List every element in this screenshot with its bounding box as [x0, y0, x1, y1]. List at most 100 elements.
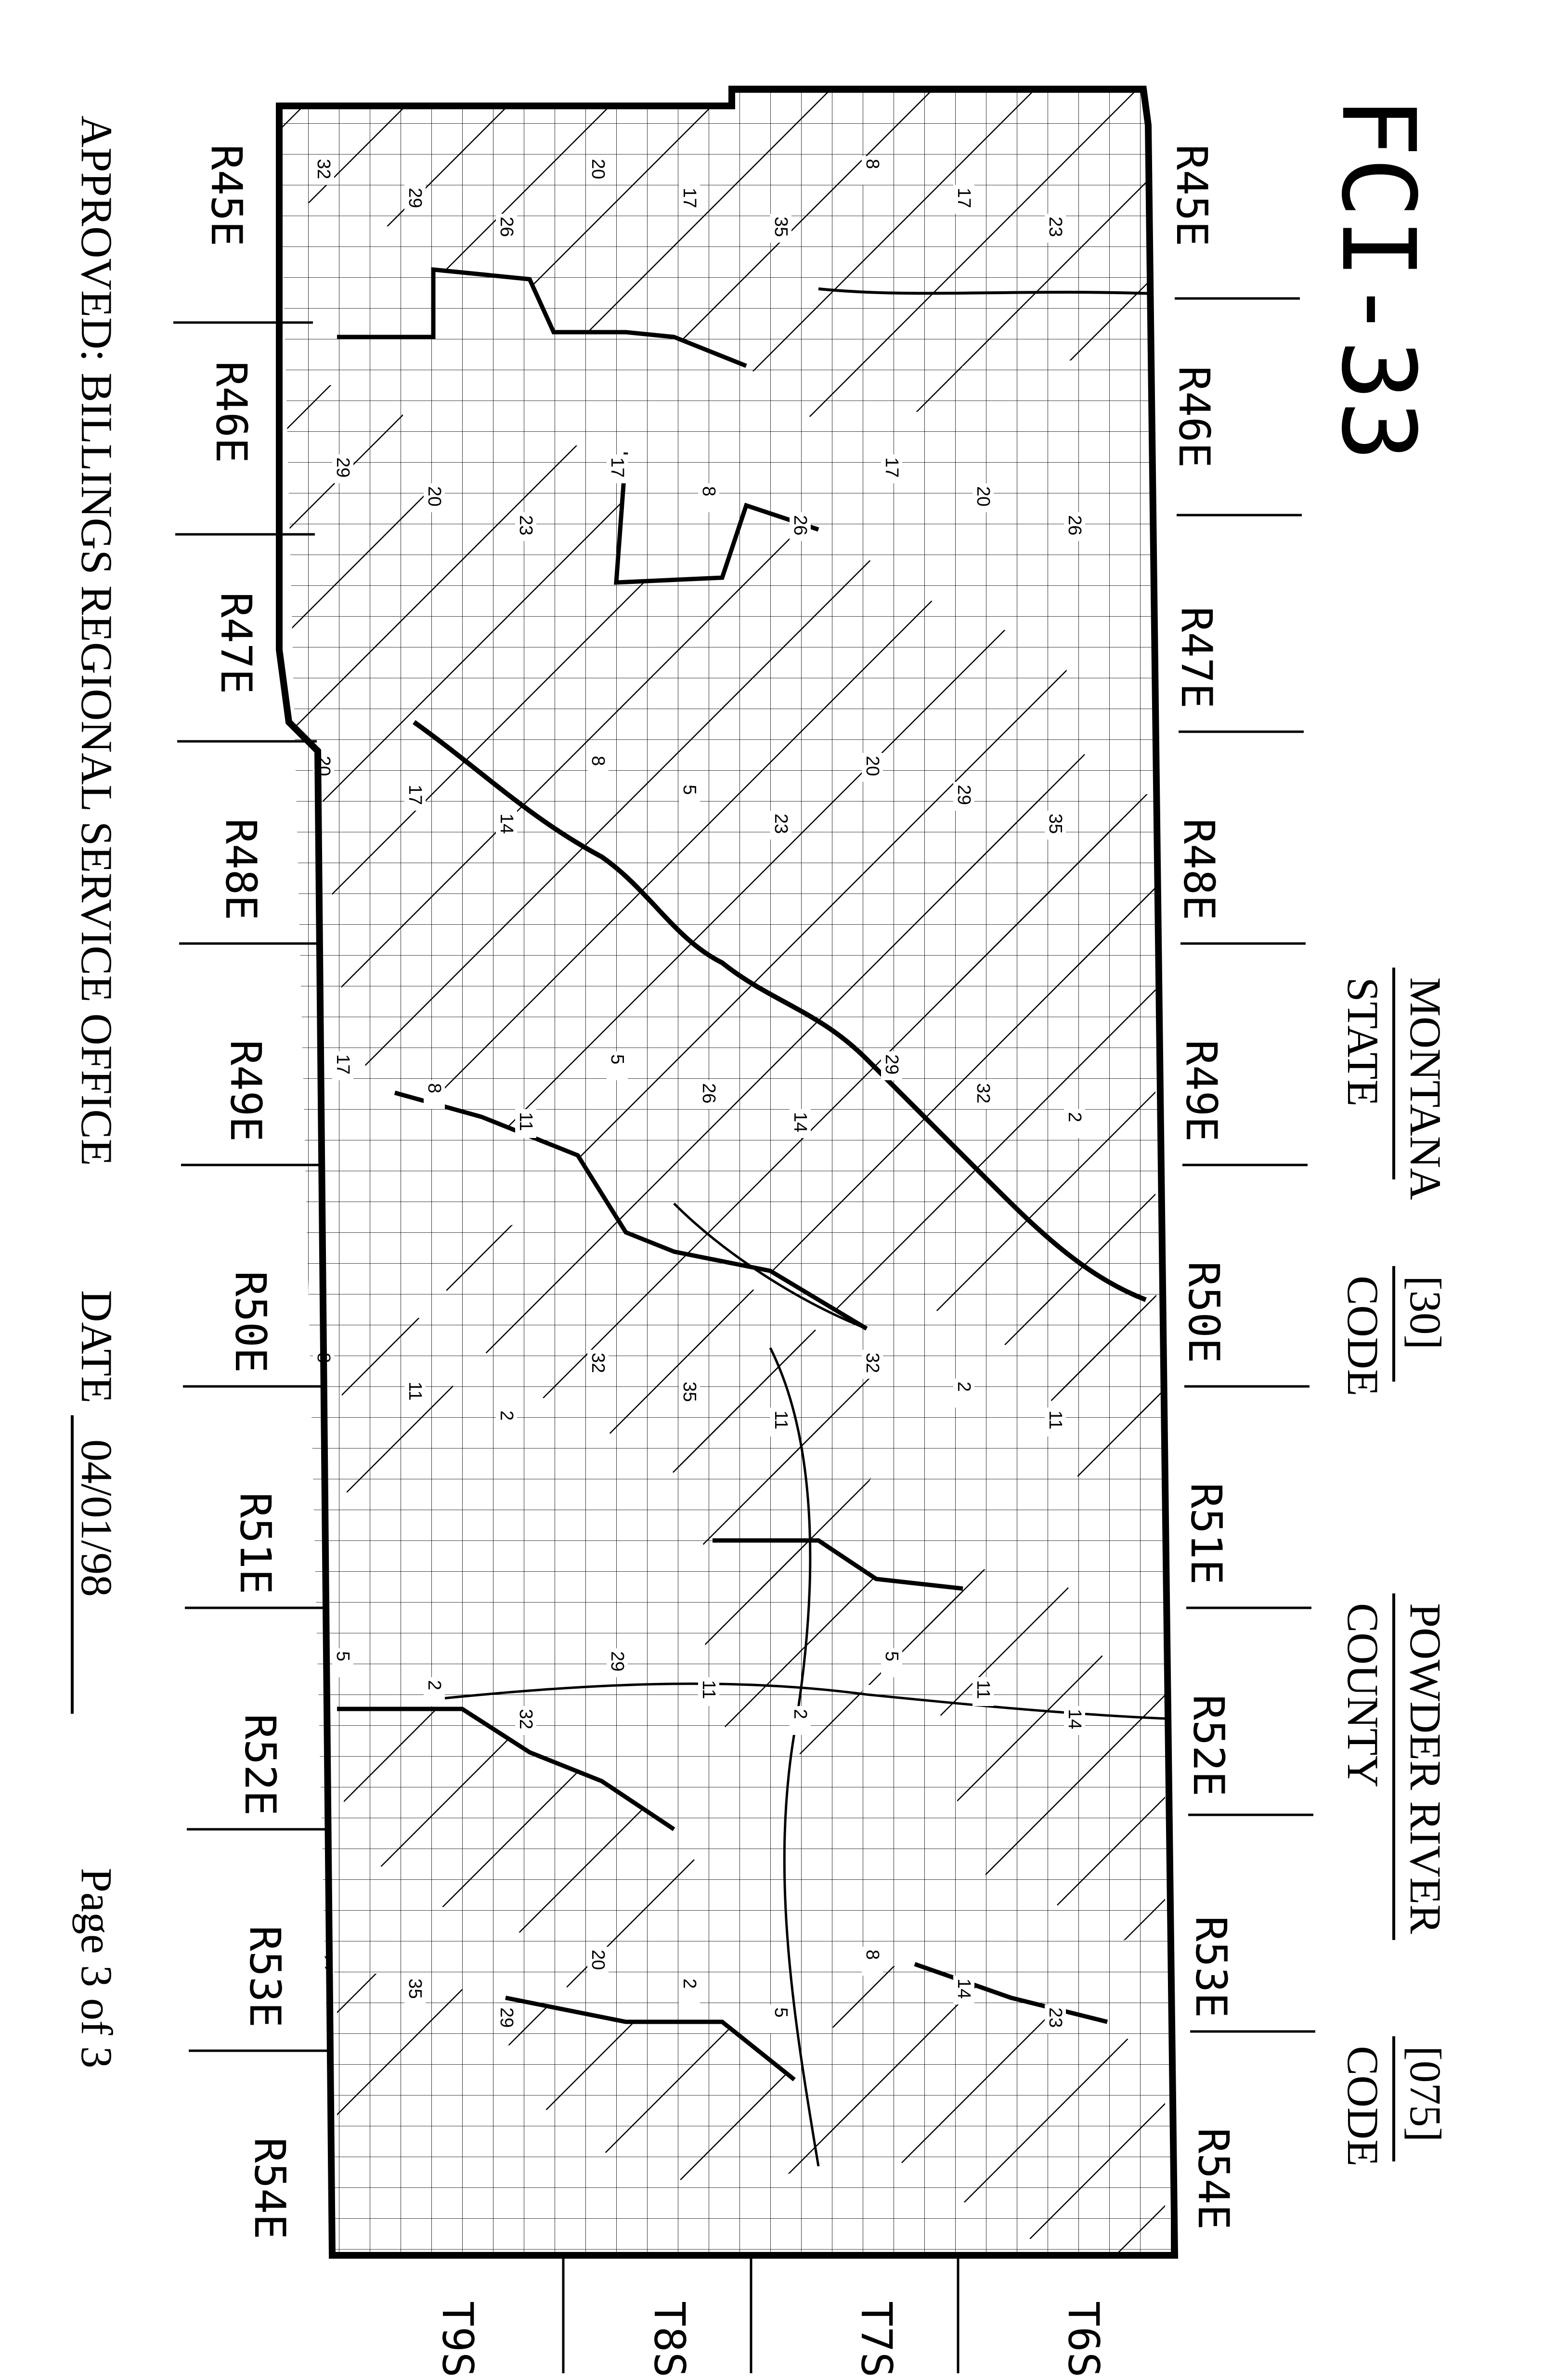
section-number-bg	[698, 483, 719, 512]
section-number-text: 5	[882, 1651, 902, 1661]
state-name: MONTANA	[1401, 977, 1450, 1200]
township-text: T8S	[645, 2301, 694, 2378]
section-number-bg	[679, 185, 700, 214]
range-bottom-label: R49E	[221, 1040, 271, 1142]
section-number: 20	[587, 156, 609, 185]
township-label: T7S	[852, 2301, 901, 2378]
range-top-text: R54E	[1189, 2128, 1238, 2230]
range-top-label: R48E	[1174, 818, 1224, 920]
section-number-text: 29	[405, 188, 425, 208]
section-number-text: 17	[954, 188, 974, 208]
section-number-text: 2	[954, 1382, 974, 1392]
range-bottom-label: R51E	[231, 1492, 280, 1594]
range-bottom-text: R54E	[245, 2137, 295, 2239]
section-number-text: 29	[882, 1054, 902, 1074]
section-number-text: 20	[973, 486, 993, 506]
section-number-bg	[587, 753, 609, 782]
section-number-bg	[770, 2005, 791, 2033]
section-number-text: 23	[771, 814, 791, 834]
section-number-bg	[953, 1976, 974, 2005]
section-number-bg	[1064, 512, 1085, 541]
section-number-bg	[1045, 214, 1066, 243]
section-number: 17	[607, 454, 628, 483]
state-block: MONTANA STATE [30] CODE	[1338, 968, 1450, 1396]
section-number-text: 29	[607, 1651, 627, 1671]
section-number-text: 11	[516, 1112, 536, 1131]
section-number-bg	[972, 1080, 994, 1109]
section-number: 29	[953, 782, 974, 811]
section-number-bg	[881, 1051, 902, 1080]
section-number-text: 8	[424, 1083, 444, 1093]
section-number-bg	[313, 156, 334, 185]
township-ticks	[562, 2258, 960, 2373]
section-number-bg	[332, 1051, 353, 1080]
section-number-text: 2	[679, 1979, 700, 1989]
section-number-bg	[972, 1677, 994, 1706]
map-body: 3229201785322920178112352623141123229201…	[279, 89, 1175, 2255]
section-number-text: 8	[699, 486, 719, 496]
range-bottom-label: R52E	[235, 1714, 285, 1816]
section-number-text: 26	[496, 217, 517, 237]
range-top-label: R51E	[1181, 1483, 1231, 1585]
section-number-bg	[1045, 2005, 1066, 2033]
section-number-bg	[698, 1677, 719, 1706]
section-number: 17	[953, 185, 974, 214]
range-bottom-label: R48E	[216, 818, 266, 920]
section-number-bg	[1064, 1109, 1085, 1138]
section-number-text: 20	[588, 159, 608, 179]
section-labels: 3229201785322920178112352623141123229201…	[313, 156, 1085, 2033]
section-number: 29	[404, 185, 426, 214]
range-bottom-text: R53E	[240, 1926, 290, 2028]
section-number: 17	[881, 454, 902, 483]
range-top-text: R49E	[1177, 1040, 1226, 1142]
section-number: 35	[770, 214, 791, 243]
range-bottom-text: R51E	[231, 1492, 280, 1594]
section-number: 23	[770, 811, 791, 840]
range-bottom-text: R49E	[221, 1040, 271, 1142]
section-number: 35	[1045, 811, 1066, 840]
section-number-bg	[790, 1109, 811, 1138]
section-number-text: 17	[333, 1054, 353, 1074]
section-number-text: 8	[862, 1950, 882, 1960]
township-text: T7S	[852, 2301, 901, 2378]
section-number: 17	[404, 782, 426, 811]
section-number-text: 32	[973, 1083, 993, 1103]
township-label: T9S	[433, 2301, 482, 2378]
section-number: 8	[424, 1080, 445, 1109]
range-top-text: R52E	[1184, 1694, 1233, 1797]
range-top-label: R46E	[1169, 366, 1219, 468]
road	[673, 1203, 867, 1330]
state-code-label: CODE	[1338, 1276, 1387, 1396]
range-top-label: R47E	[1172, 607, 1221, 709]
township-label: T6S	[1059, 2301, 1108, 2378]
road	[818, 287, 1156, 295]
section-number-text: 20	[862, 756, 882, 776]
section-number-bg	[679, 782, 700, 811]
range-ticks	[173, 297, 1315, 2052]
section-number: 32	[313, 156, 334, 185]
county-block: POWDER RIVER COUNTY [075] CODE	[1338, 1593, 1450, 2166]
section-number-text: 5	[333, 1651, 353, 1661]
section-number: 32	[587, 1350, 609, 1379]
section-number-text: 20	[424, 486, 444, 506]
section-number: 35	[679, 1379, 700, 1408]
section-number-bg	[424, 483, 445, 512]
range-top-text: R47E	[1172, 607, 1221, 709]
state-code: [30]	[1401, 1276, 1450, 1349]
section-number: 11	[972, 1677, 994, 1706]
section-number-text: 32	[588, 1353, 608, 1373]
date-value: 04/01/98	[72, 1439, 121, 1597]
section-number-bg	[790, 512, 811, 541]
section-number-text: 35	[771, 217, 791, 237]
range-bottom-label: R54E	[245, 2137, 295, 2239]
section-number-text: 26	[1064, 515, 1085, 535]
section-number: 26	[790, 512, 811, 541]
county-code: [075]	[1401, 2046, 1450, 2142]
section-number: 11	[404, 1379, 426, 1408]
section-number-text: 35	[1045, 814, 1065, 834]
section-number: 26	[1064, 512, 1085, 541]
section-number: 2	[1064, 1109, 1085, 1138]
date-label: DATE	[72, 1290, 121, 1403]
section-number: 20	[587, 1947, 609, 1976]
range-top-text: R48E	[1174, 818, 1224, 920]
